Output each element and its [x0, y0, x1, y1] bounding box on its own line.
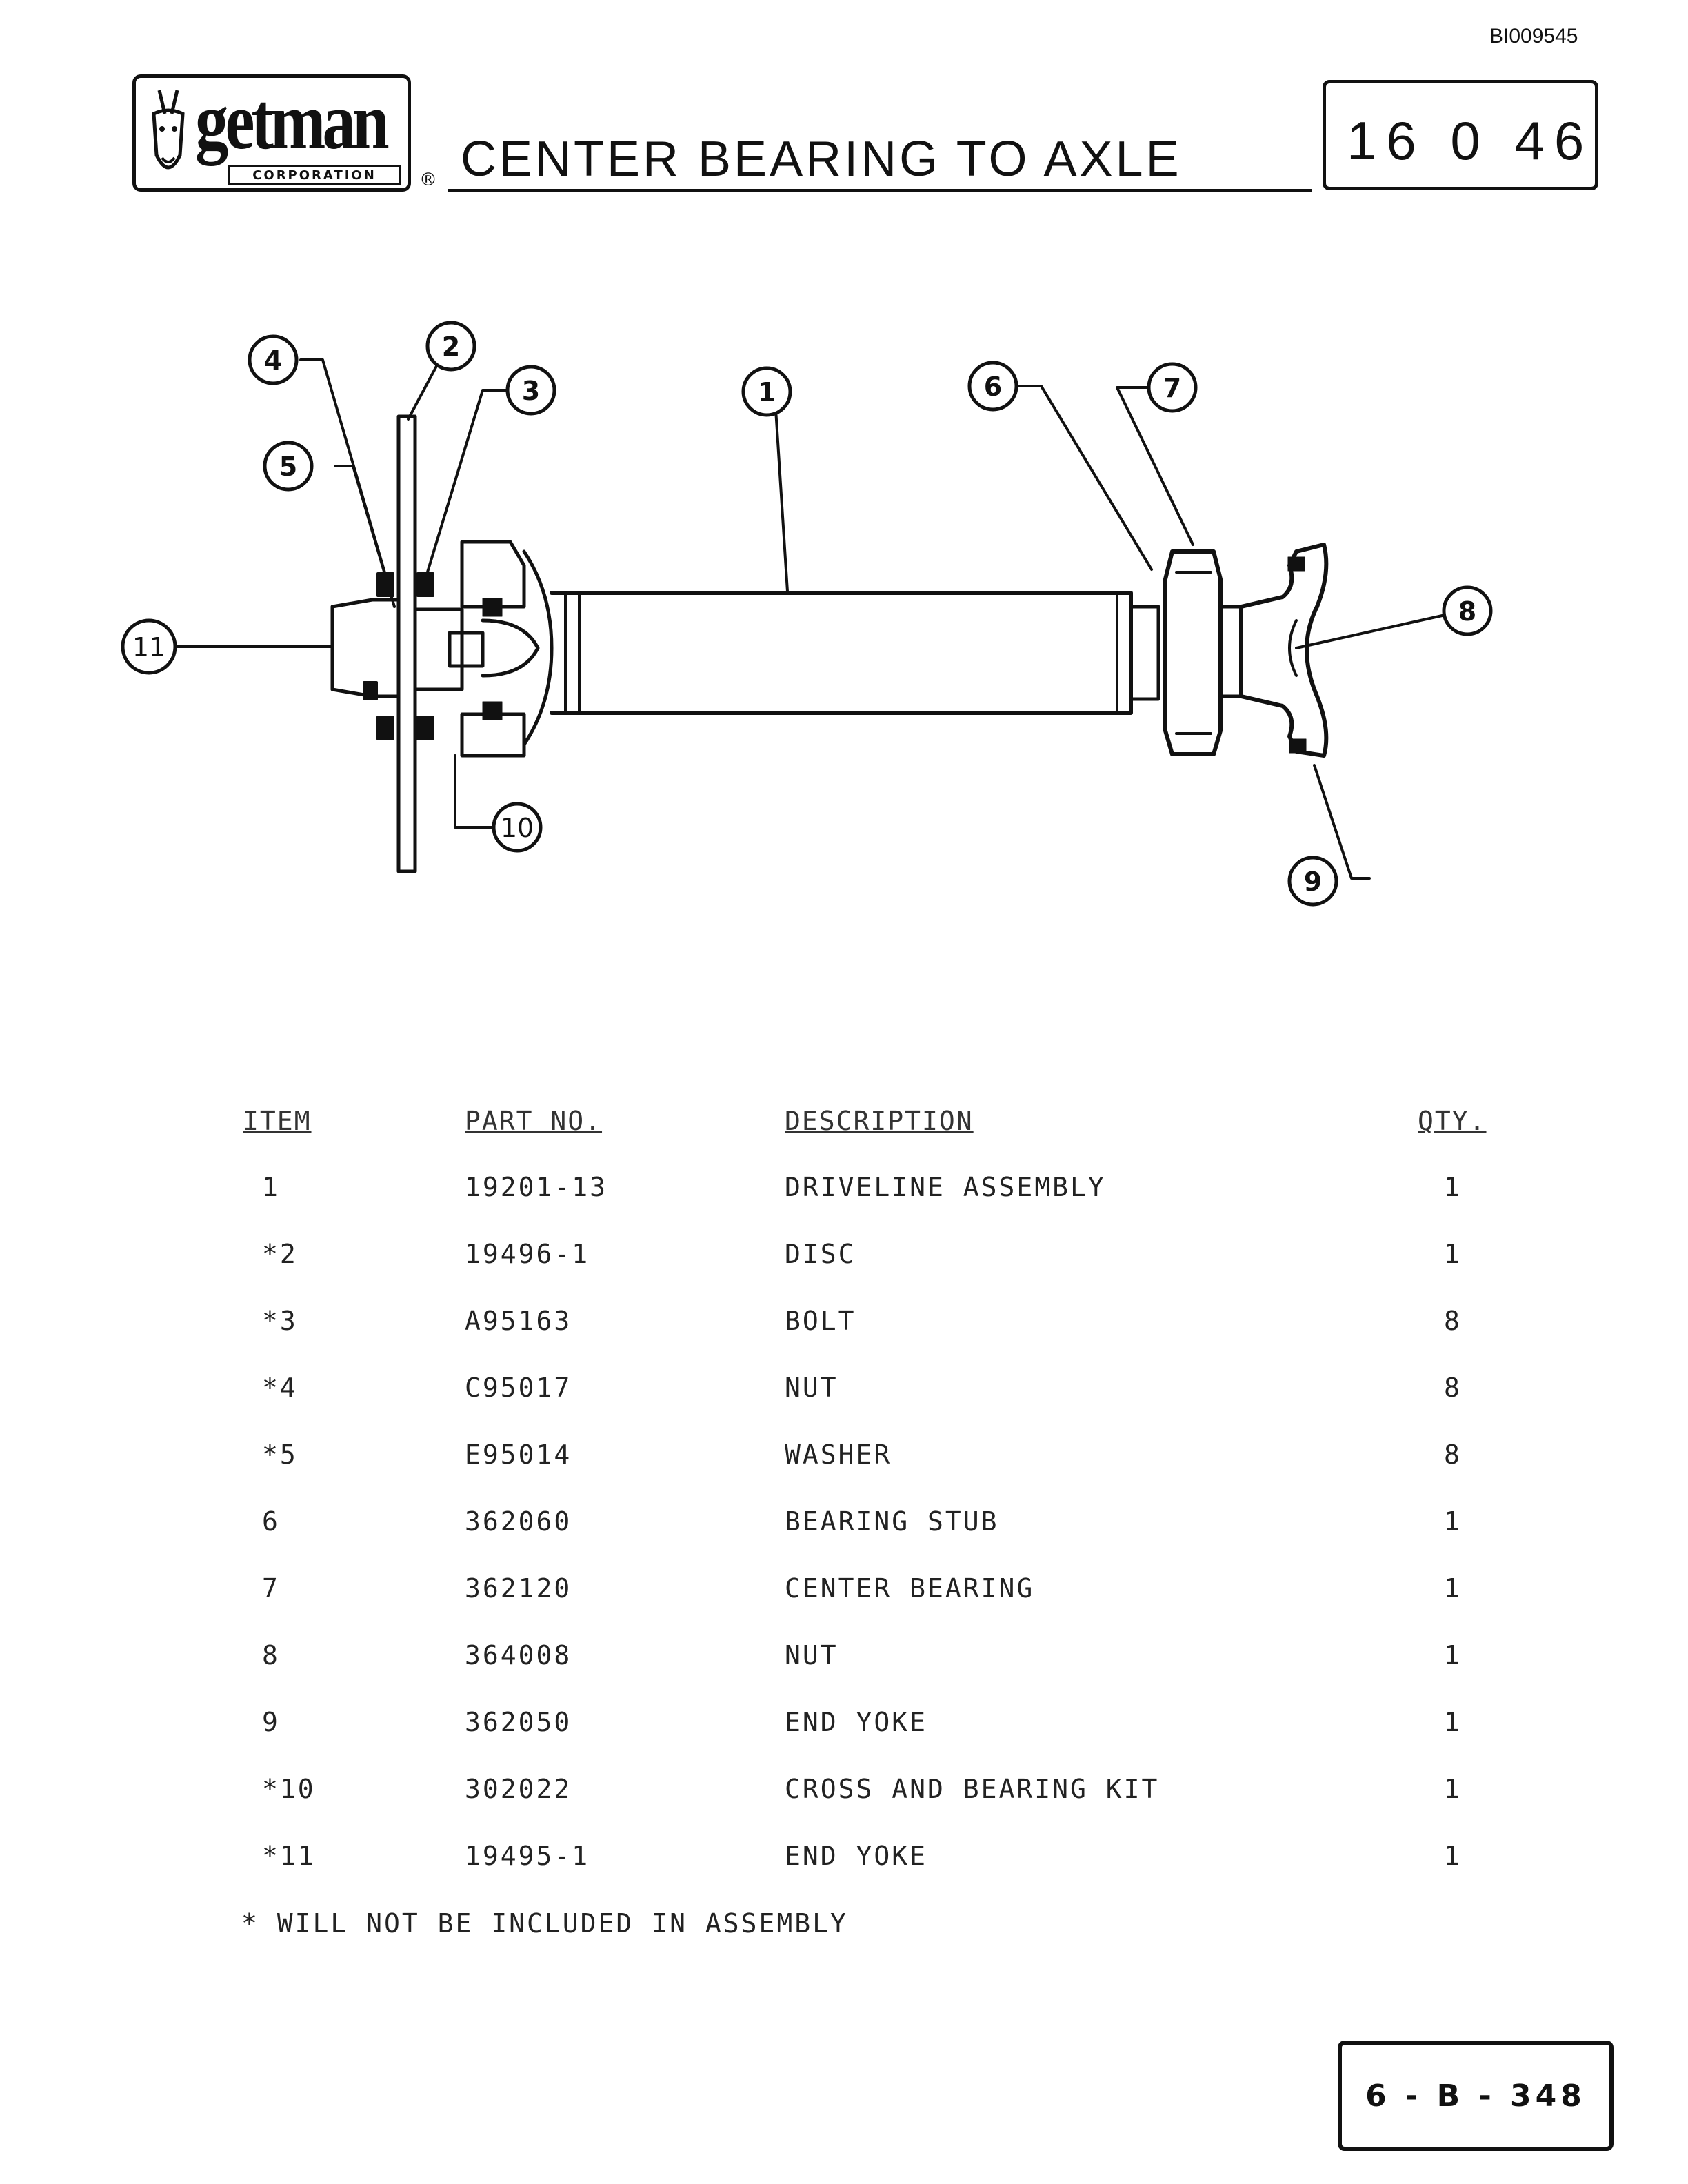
row-qty: 1 [1444, 1841, 1462, 1871]
driveline-tube [550, 591, 1133, 715]
row-description: END YOKE [785, 1841, 928, 1871]
header-part-no: PART NO. [465, 1106, 603, 1136]
right-end-yoke [1239, 543, 1329, 758]
row-description: BOLT [785, 1306, 856, 1336]
mule-head-icon [152, 90, 185, 170]
drawing-title: CENTER BEARING TO AXLE [461, 132, 1182, 187]
callout-4: 4 [264, 345, 282, 376]
row-qty: 1 [1444, 1172, 1462, 1202]
row-item: 9 [262, 1707, 280, 1737]
callout-circles [121, 321, 1493, 907]
callout-7: 7 [1163, 373, 1181, 403]
logo-corporation: CORPORATION [228, 165, 401, 185]
driveline-diagram: 1 2 3 4 5 6 7 8 9 10 11 [121, 321, 1493, 907]
callout-5: 5 [279, 452, 297, 482]
row-qty: 1 [1444, 1506, 1462, 1537]
row-part-no: 362120 [465, 1573, 572, 1604]
header-qty: QTY. [1418, 1106, 1487, 1136]
callout-9: 9 [1304, 867, 1322, 897]
row-part-no: C95017 [465, 1373, 572, 1403]
row-item: *11 [262, 1841, 316, 1871]
header-description: DESCRIPTION [785, 1106, 974, 1136]
callout-8: 8 [1458, 596, 1476, 627]
document-id: BI009545 [1489, 25, 1578, 48]
leader-lines [175, 356, 1447, 880]
row-qty: 8 [1444, 1439, 1462, 1470]
callout-11: 11 [132, 632, 165, 663]
row-item: 1 [262, 1172, 280, 1202]
page-number: 6 - B - 348 [1365, 2078, 1586, 2114]
callout-10: 10 [501, 813, 534, 843]
row-part-no: E95014 [465, 1439, 572, 1470]
row-qty: 1 [1444, 1640, 1462, 1670]
row-description: CENTER BEARING [785, 1573, 1035, 1604]
drawing-number-box: 16 0 46 [1323, 80, 1598, 190]
row-part-no: 364008 [465, 1640, 572, 1670]
row-part-no: 362050 [465, 1707, 572, 1737]
bearing-stub [1129, 605, 1160, 701]
cross-bearing [413, 607, 464, 691]
row-qty: 1 [1444, 1239, 1462, 1269]
row-qty: 8 [1444, 1306, 1462, 1336]
row-qty: 1 [1444, 1774, 1462, 1804]
assembly-note: * WILL NOT BE INCLUDED IN ASSEMBLY [241, 1908, 848, 1939]
row-item: 7 [262, 1573, 280, 1604]
row-part-no: 302022 [465, 1774, 572, 1804]
row-item: *3 [262, 1306, 298, 1336]
getman-logo: getman CORPORATION [132, 74, 411, 192]
callout-6: 6 [984, 372, 1002, 402]
row-item: 8 [262, 1640, 280, 1670]
row-part-no: 362060 [465, 1506, 572, 1537]
row-item: 6 [262, 1506, 280, 1537]
row-part-no: 19495-1 [465, 1841, 590, 1871]
left-flange [330, 598, 401, 698]
row-item: *4 [262, 1373, 298, 1403]
row-item: *10 [262, 1774, 316, 1804]
row-qty: 1 [1444, 1707, 1462, 1737]
row-description: CROSS AND BEARING KIT [785, 1774, 1160, 1804]
row-qty: 1 [1444, 1573, 1462, 1604]
row-qty: 8 [1444, 1373, 1462, 1403]
registered-mark: ® [419, 170, 437, 190]
title-underline [448, 189, 1312, 192]
row-item: *5 [262, 1439, 298, 1470]
callout-1: 1 [758, 377, 776, 407]
row-description: NUT [785, 1373, 838, 1403]
row-description: DISC [785, 1239, 856, 1269]
row-description: END YOKE [785, 1707, 928, 1737]
callout-3: 3 [522, 376, 540, 406]
flange-bolts [363, 572, 434, 740]
header-item: ITEM [243, 1106, 312, 1136]
row-description: DRIVELINE ASSEMBLY [785, 1172, 1106, 1202]
row-part-no: 19496-1 [465, 1239, 590, 1269]
row-description: BEARING STUB [785, 1506, 999, 1537]
callout-2: 2 [442, 332, 460, 362]
page-number-box: 6 - B - 348 [1338, 2041, 1614, 2151]
row-description: WASHER [785, 1439, 892, 1470]
center-bearing [1163, 549, 1223, 756]
row-part-no: 19201-13 [465, 1172, 608, 1202]
logo-wordmark: getman [195, 76, 390, 166]
row-description: NUT [785, 1640, 838, 1670]
drawing-number: 16 0 46 [1347, 110, 1594, 171]
row-part-no: A95163 [465, 1306, 572, 1336]
disc [396, 414, 417, 873]
row-item: *2 [262, 1239, 298, 1269]
